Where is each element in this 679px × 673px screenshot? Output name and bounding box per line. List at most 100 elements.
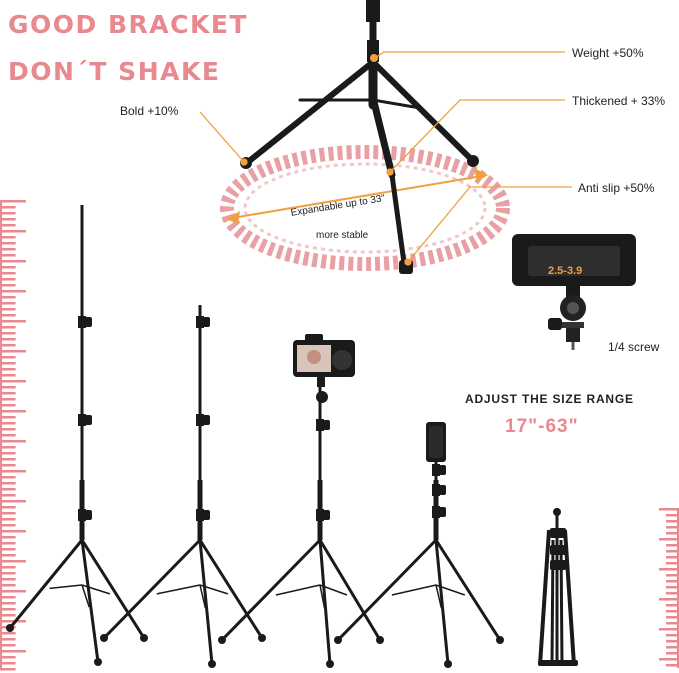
ruler-tick — [666, 634, 679, 637]
stability-ring — [220, 145, 510, 271]
callout-screw: 1/4 screw — [608, 340, 660, 354]
ruler-tick — [666, 586, 679, 589]
ruler-tick — [0, 464, 16, 467]
clamp-size-label: 2.5-3.9 — [548, 265, 583, 277]
ruler-tick — [0, 290, 26, 293]
ruler-tick — [0, 212, 16, 215]
ruler-tick — [0, 308, 16, 311]
expand-arrow — [226, 168, 488, 224]
callout-weight: Weight +50% — [572, 46, 644, 60]
ruler-tick — [0, 524, 16, 527]
ruler-tick — [666, 556, 679, 559]
ruler-tick — [666, 544, 679, 547]
ruler-tick — [0, 380, 26, 383]
ruler-tick — [0, 248, 16, 251]
ruler-tick — [0, 602, 16, 605]
ruler-tick — [0, 416, 16, 419]
ruler-tick — [0, 350, 26, 353]
ruler-tick — [666, 580, 679, 583]
ruler-tick — [0, 428, 16, 431]
ruler-tick — [666, 664, 679, 667]
ruler-tick — [666, 646, 679, 649]
ruler-tick — [666, 562, 679, 565]
ruler-tick — [0, 458, 16, 461]
ruler-tick — [0, 596, 16, 599]
ruler-tick — [0, 446, 16, 449]
ruler-tick — [0, 410, 26, 413]
ruler-tick — [0, 404, 16, 407]
ruler-tick — [0, 296, 16, 299]
ruler-tick — [0, 530, 26, 533]
ruler-tick — [0, 278, 16, 281]
tripod-stand — [218, 368, 384, 668]
ruler-tick — [0, 266, 16, 269]
ruler-tick — [0, 332, 16, 335]
size-range-value: 17"-63" — [505, 416, 579, 437]
ruler-tick — [0, 218, 16, 221]
ruler-tick — [666, 616, 679, 619]
ruler-tick — [0, 608, 16, 611]
ruler-tick — [666, 610, 679, 613]
headline-line-2: DON´T SHAKE — [8, 57, 221, 86]
ruler-tick — [0, 338, 16, 341]
ruler-tick — [0, 434, 16, 437]
ruler-tick — [0, 500, 26, 503]
ruler-tick — [0, 326, 16, 329]
ruler-tick — [0, 452, 16, 455]
ruler-tick — [659, 508, 679, 511]
ruler-tick — [0, 662, 16, 665]
ruler-tick — [0, 542, 16, 545]
ruler-tick — [0, 356, 16, 359]
ruler-tick — [0, 320, 26, 323]
ruler-tick — [0, 386, 16, 389]
ruler-tick — [666, 550, 679, 553]
ruler-tick — [0, 656, 16, 659]
callout-lines — [199, 51, 572, 266]
ruler-tick — [0, 440, 26, 443]
ruler-tick — [0, 644, 16, 647]
ruler-tick — [666, 520, 679, 523]
phone — [426, 422, 446, 462]
ruler-tick — [0, 398, 16, 401]
ruler-tick — [0, 554, 16, 557]
ruler-tick — [0, 650, 26, 653]
callout-thickened: Thickened + 33% — [572, 94, 666, 108]
ruler-tick — [666, 640, 679, 643]
ruler-tick — [666, 622, 679, 625]
tripod-stand — [6, 205, 148, 666]
ruler-tick — [0, 566, 16, 569]
top-tripod — [240, 0, 479, 274]
ruler-tick — [0, 668, 16, 671]
ruler-tick — [659, 598, 679, 601]
ruler-tick — [0, 200, 26, 203]
ruler-tick — [0, 506, 16, 509]
ruler-tick — [0, 230, 26, 233]
height-ruler-left — [0, 200, 26, 671]
ruler-tick — [0, 470, 26, 473]
phone-clamp — [512, 234, 636, 350]
tripod-stand — [100, 305, 266, 668]
ruler-tick — [0, 314, 16, 317]
ruler-tick — [0, 632, 16, 635]
ruler-tick — [0, 476, 16, 479]
ruler-tick — [666, 652, 679, 655]
ruler-tick — [0, 518, 16, 521]
callout-anti-slip: Anti slip +50% — [578, 181, 655, 195]
ruler-tick — [666, 604, 679, 607]
headline-line-1: GOOD BRACKET — [8, 10, 248, 39]
ruler-tick — [659, 658, 679, 661]
ruler-tick — [666, 514, 679, 517]
ruler-tick — [0, 548, 16, 551]
size-range-title: ADJUST THE SIZE RANGE — [465, 392, 634, 406]
ruler-tick — [0, 260, 26, 263]
ruler-tick — [0, 392, 16, 395]
ruler-tick — [0, 284, 16, 287]
ruler-tick — [0, 368, 16, 371]
height-ruler-right — [659, 508, 679, 668]
ruler-tick — [0, 482, 16, 485]
stability-ring-inner — [243, 162, 487, 254]
ruler-tick — [0, 302, 16, 305]
ruler-tick — [666, 592, 679, 595]
ruler-tick — [0, 614, 16, 617]
